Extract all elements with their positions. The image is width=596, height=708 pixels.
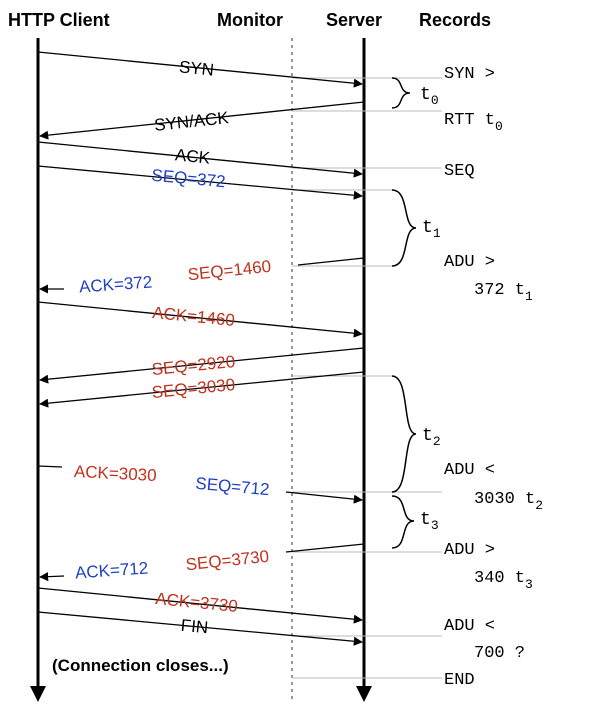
message-arrow bbox=[39, 572, 65, 582]
message-label: ACK=3730 bbox=[154, 589, 238, 616]
message-arrow bbox=[39, 101, 365, 140]
message-arrow bbox=[37, 165, 363, 200]
message-arrow bbox=[285, 491, 363, 504]
message-label: SEQ=1460 bbox=[187, 257, 272, 285]
monitor-header: Monitor bbox=[217, 10, 283, 30]
records-column: SYN > RTT t0 SEQ ADU > 372 t1 ADU < 3030… bbox=[444, 65, 543, 690]
record-entry: END bbox=[444, 671, 475, 690]
interval-label: t2 bbox=[422, 426, 441, 449]
message-label: FIN bbox=[180, 616, 209, 637]
interval-label: t1 bbox=[422, 218, 441, 241]
brace-t3 bbox=[391, 495, 415, 549]
client-lifeline-arrowhead bbox=[30, 686, 46, 702]
record-entry: RTT t0 bbox=[444, 111, 503, 134]
record-entry: 700 ? bbox=[474, 644, 525, 663]
messages: SYN SYN/ACK ACK SEQ=372 SEQ=1460 ACK=372… bbox=[37, 51, 365, 646]
message-arrow bbox=[37, 141, 363, 178]
message-label: ACK=372 bbox=[78, 272, 152, 296]
record-ticks bbox=[292, 77, 442, 679]
record-entry: ADU < bbox=[444, 617, 495, 636]
message-label: ACK=1460 bbox=[151, 303, 235, 330]
brace-t2 bbox=[391, 375, 417, 493]
message-label: ACK=3030 bbox=[73, 462, 157, 485]
interval-label: t0 bbox=[420, 85, 439, 108]
message-label: SEQ=3730 bbox=[185, 547, 270, 575]
message-arrow bbox=[37, 611, 363, 646]
client-header: HTTP Client bbox=[8, 10, 110, 30]
server-header: Server bbox=[326, 10, 382, 30]
message-label: SYN bbox=[178, 57, 215, 79]
records-header: Records bbox=[419, 10, 491, 30]
message-label: SYN/ACK bbox=[153, 108, 230, 135]
record-entry: SEQ bbox=[444, 162, 475, 181]
message-arrow bbox=[39, 371, 365, 408]
record-entry: 340 t3 bbox=[474, 569, 533, 592]
record-entry: SYN > bbox=[444, 65, 495, 84]
record-entry: 3030 t2 bbox=[474, 490, 543, 513]
record-entry: ADU > bbox=[444, 253, 495, 272]
brace-t0 bbox=[391, 77, 411, 109]
message-arrow bbox=[37, 587, 363, 624]
interval-label: t3 bbox=[420, 510, 439, 533]
brace-t1 bbox=[391, 189, 417, 267]
message-label: SEQ=2920 bbox=[151, 352, 236, 379]
record-entry: 372 t1 bbox=[474, 281, 533, 304]
interval-braces bbox=[391, 77, 417, 549]
record-entry: ADU > bbox=[444, 541, 495, 560]
message-arrow bbox=[37, 301, 363, 338]
record-entry: ADU < bbox=[444, 461, 495, 480]
message-arrow bbox=[37, 51, 363, 88]
message-arrow bbox=[285, 543, 365, 553]
server-lifeline-arrowhead bbox=[356, 686, 372, 702]
message-label: SEQ=372 bbox=[151, 166, 227, 192]
message-label: SEQ=3030 bbox=[151, 375, 236, 402]
connection-closes-note: (Connection closes...) bbox=[52, 656, 229, 675]
message-arrow bbox=[39, 347, 365, 384]
message-label: ACK=712 bbox=[74, 558, 148, 582]
message-label: ACK bbox=[174, 145, 211, 167]
message-arrow bbox=[297, 257, 365, 266]
message-label: SEQ=712 bbox=[195, 474, 271, 499]
message-arrow bbox=[37, 465, 63, 468]
